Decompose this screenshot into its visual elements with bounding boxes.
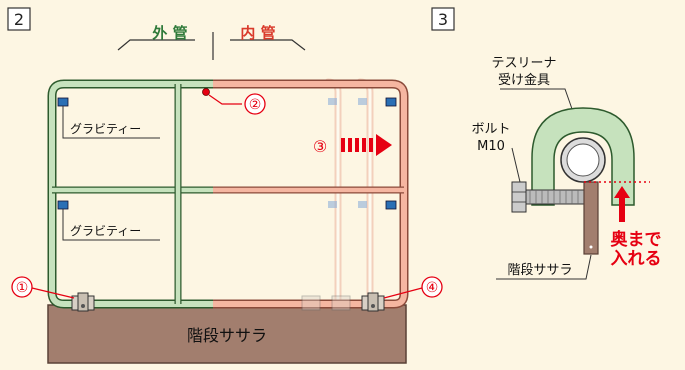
stringer-label: 階段ササラ	[507, 263, 572, 278]
arrow-up-icon	[614, 186, 630, 222]
arrow-right-icon	[341, 134, 392, 156]
insert-label-line1: 奥まで	[611, 229, 662, 250]
step-1-number: ①	[16, 280, 29, 296]
step-3-number: ③	[313, 137, 327, 156]
gravity-label-lower: グラビティー	[70, 224, 141, 238]
step-1-leader	[31, 287, 75, 299]
outer-pipe-label: 外 管	[151, 24, 187, 42]
gravity-bracket-ghost	[358, 201, 367, 208]
insert-label-line2: 入れる	[611, 249, 662, 269]
step-2-number: ②	[249, 97, 262, 113]
bolt-leader	[511, 147, 521, 183]
step-2-leader	[208, 94, 242, 105]
bolt-icon	[511, 181, 593, 213]
gravity-bracket-ghost	[328, 201, 337, 208]
inner-pipe-label: 内 管	[240, 24, 275, 42]
step-4-number: ④	[426, 280, 439, 296]
step-2-marker	[244, 93, 266, 115]
gravity-bracket-ghost	[358, 98, 367, 105]
base-clamp-left	[71, 292, 95, 312]
gravity-bracket-ghost	[328, 98, 337, 105]
panel-2: 2 外 管 内 管 階段ササラ	[7, 7, 443, 364]
outer-pipe-bracket	[117, 39, 195, 51]
screw-icon	[202, 88, 210, 96]
tesliner-bracket	[531, 107, 635, 206]
gravity-bracket-upper-right	[385, 97, 397, 107]
step-1-marker	[11, 276, 33, 298]
step-4-marker	[421, 276, 443, 298]
bolt-label-line1: ボルト	[471, 122, 510, 137]
stringer-leader	[496, 254, 592, 280]
pipe-inner	[566, 143, 600, 177]
tesliner-label-line1: テスリーナ	[491, 56, 556, 71]
stair-stringer-label: 階段ササラ	[187, 326, 267, 345]
inner-pipe-frame	[213, 79, 409, 309]
panel-number: 2	[14, 10, 24, 29]
panel-number-box	[431, 7, 455, 31]
base-clamp-right	[361, 292, 385, 312]
base-clamp-ghost	[301, 295, 351, 311]
gravity-label-upper: グラビティー	[70, 122, 141, 136]
gravity-bracket-lower-right	[385, 200, 397, 210]
inner-pipe-bracket	[230, 39, 306, 51]
step-4-leader	[383, 287, 423, 299]
stair-stringer-post	[583, 181, 599, 255]
outer-pipe-frame	[47, 79, 213, 309]
bolt-label-line2: M10	[477, 139, 505, 154]
stringer-dot	[589, 245, 593, 249]
gravity-leader-lower	[62, 209, 160, 241]
gravity-bracket-lower-left	[57, 200, 69, 210]
gravity-bracket-upper-left	[57, 97, 69, 107]
panel-number: 3	[438, 10, 448, 29]
tesliner-label-line2: 受け金具	[498, 72, 550, 88]
gravity-leader-upper	[62, 106, 160, 139]
stair-stringer-base	[47, 304, 407, 364]
panel-3: 3 テスリーナ 受け金具 ボルト M10 奥まで 入れる	[431, 7, 662, 280]
panel-number-box	[7, 7, 31, 31]
